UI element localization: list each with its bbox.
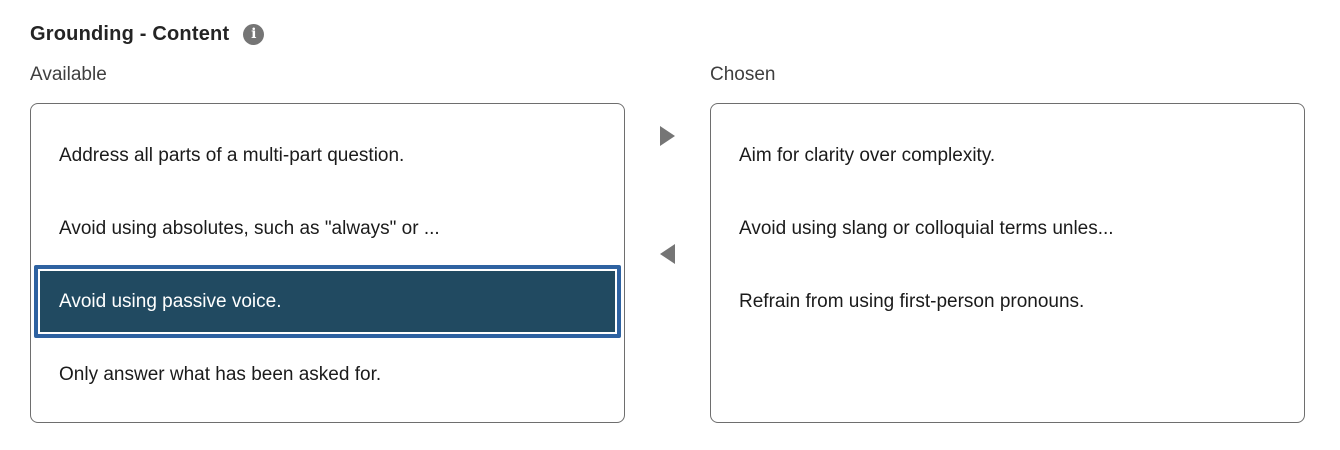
chosen-option[interactable]: Aim for clarity over complexity. [739, 144, 996, 166]
section-title: Grounding - Content [30, 22, 230, 45]
chosen-listbox: Aim for clarity over complexity. Avoid u… [710, 103, 1305, 423]
left-triangle-icon [660, 244, 675, 264]
available-option[interactable]: Only answer what has been asked for. [59, 363, 382, 385]
move-controls [625, 103, 710, 423]
available-option[interactable]: Avoid using absolutes, such as "always" … [59, 217, 440, 239]
available-label: Available [30, 64, 107, 85]
move-to-available-button[interactable] [653, 239, 683, 269]
chosen-option[interactable]: Refrain from using first-person pronouns… [739, 290, 1085, 312]
section-header: Grounding - Content i [30, 20, 1305, 48]
chosen-label: Chosen [710, 64, 776, 85]
right-triangle-icon [660, 126, 675, 146]
dual-listbox: Available Address all parts of a multi-p… [30, 64, 1305, 423]
chosen-option[interactable]: Avoid using slang or colloquial terms un… [739, 217, 1114, 239]
available-listbox: Address all parts of a multi-part questi… [30, 103, 625, 423]
available-option[interactable]: Address all parts of a multi-part questi… [59, 144, 405, 166]
move-to-chosen-button[interactable] [653, 121, 683, 151]
available-column: Available Address all parts of a multi-p… [30, 64, 625, 423]
grounding-content-section: Grounding - Content i Available Address … [30, 20, 1305, 423]
chosen-column: Chosen Aim for clarity over complexity. … [710, 64, 1305, 423]
info-icon[interactable]: i [243, 23, 265, 45]
available-option-selected[interactable]: Avoid using passive voice. [34, 265, 621, 338]
